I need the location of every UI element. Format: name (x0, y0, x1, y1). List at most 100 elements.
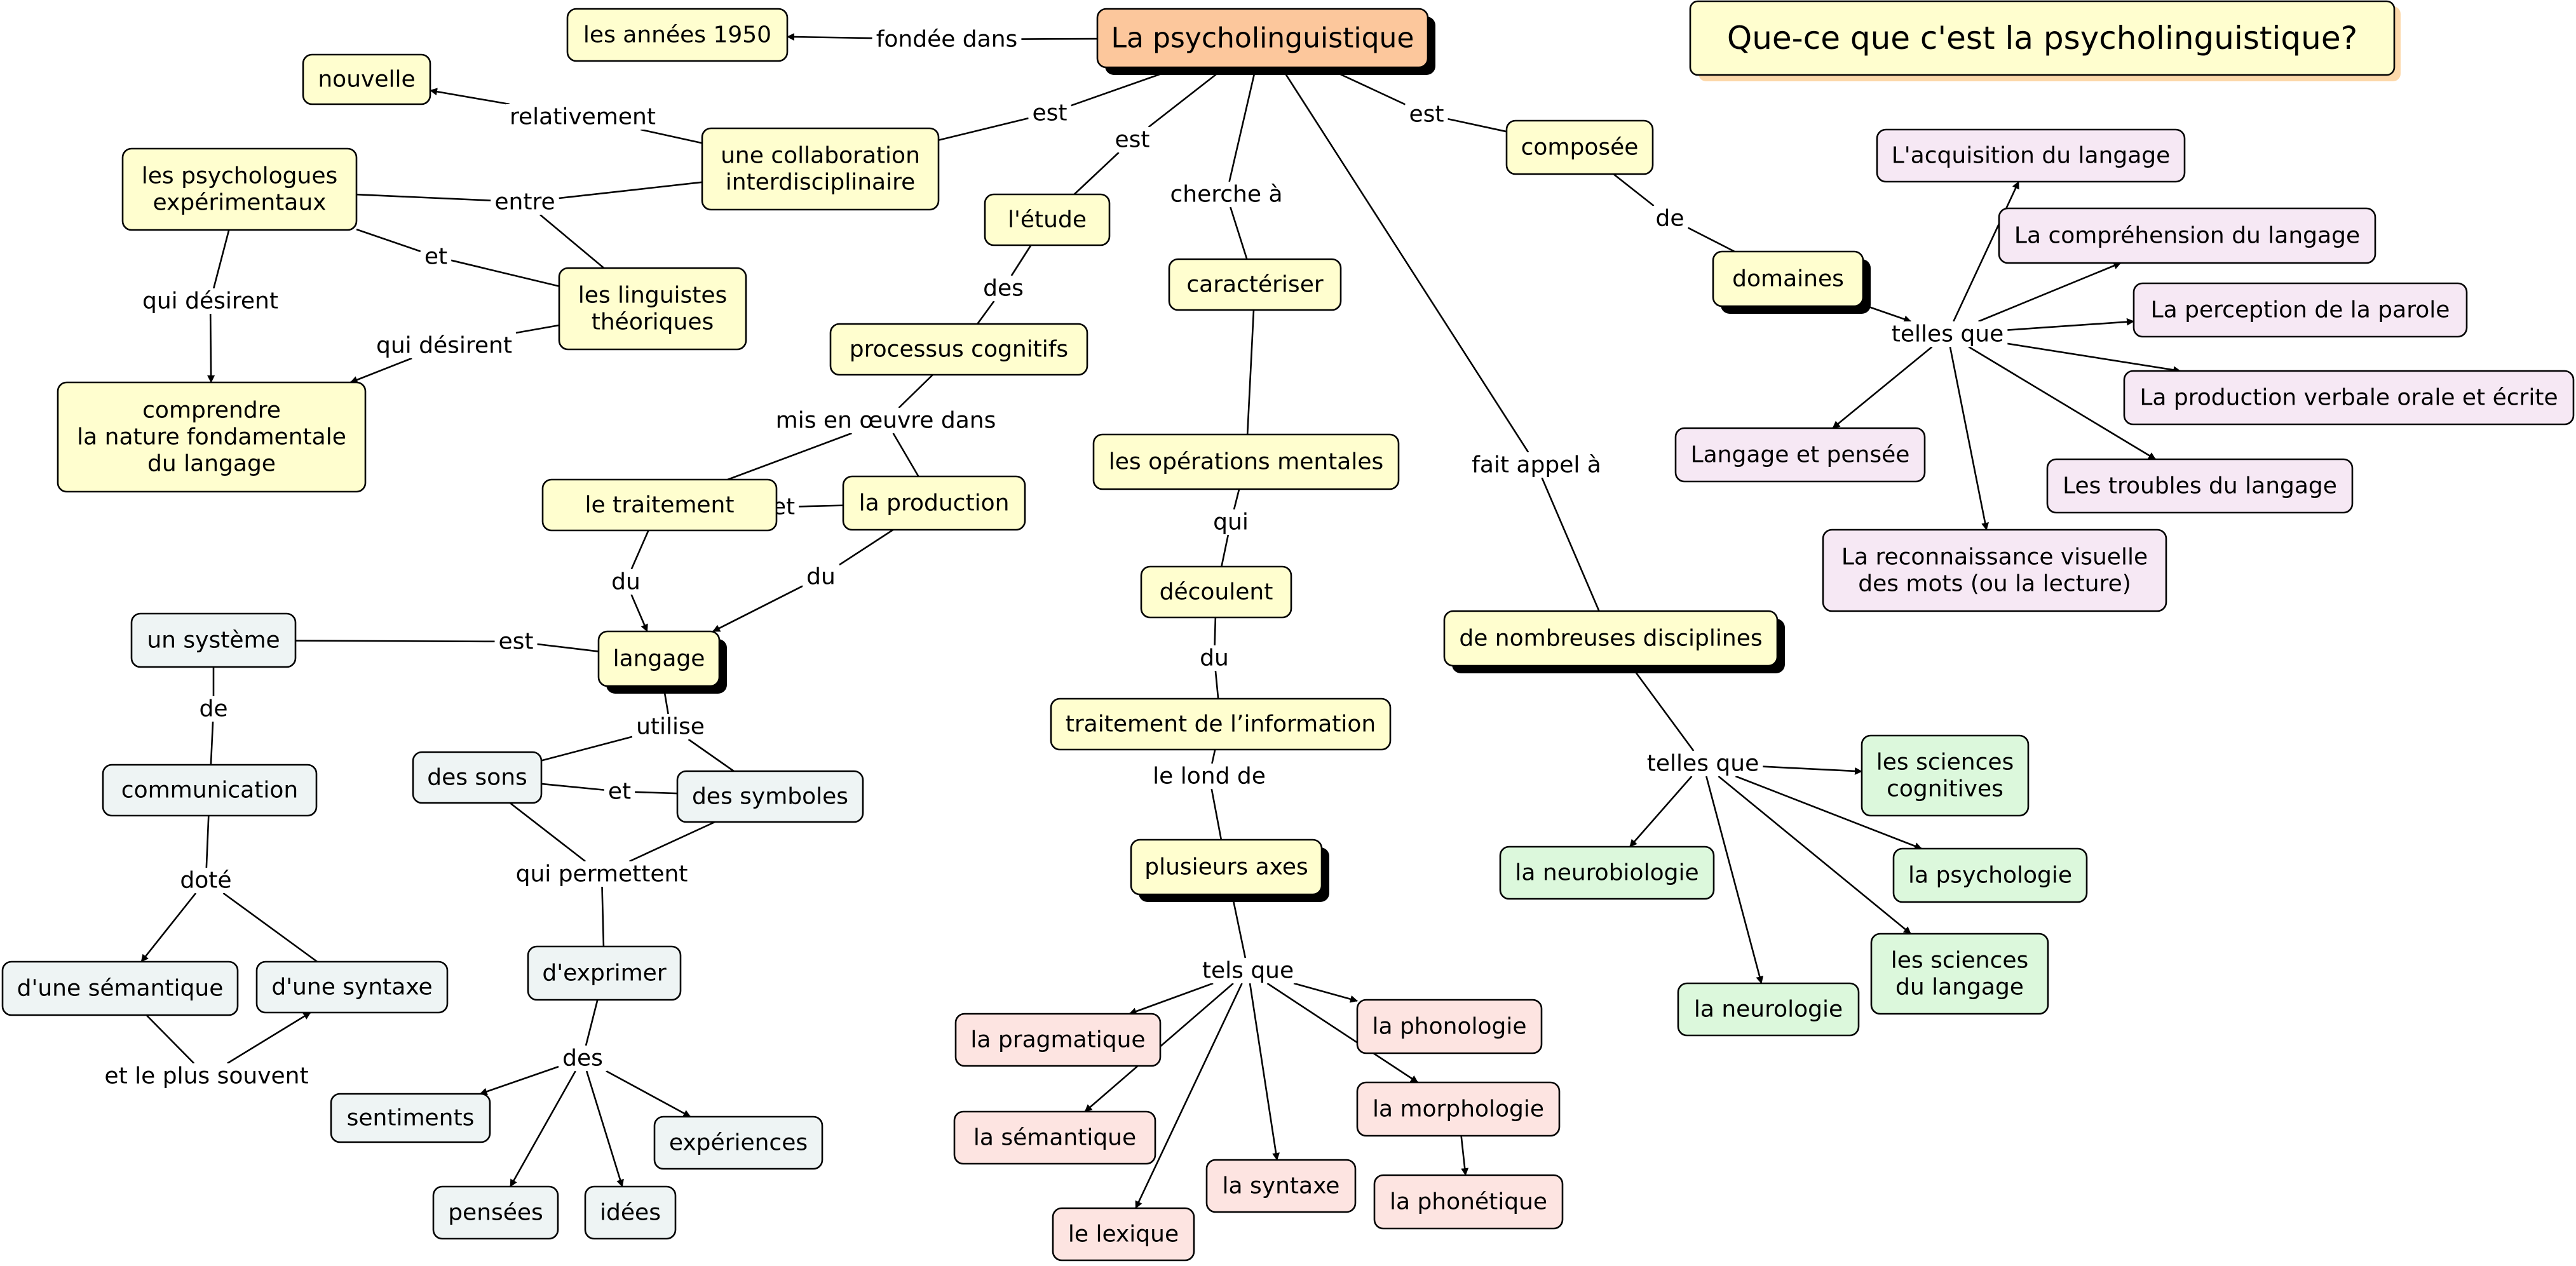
concept-acquisition[interactable]: L'acquisition du langage (1876, 128, 2186, 183)
linking-phrase-text: tels que (1202, 958, 1294, 984)
node-box (2123, 370, 2575, 426)
concept-text: caractériser (1186, 272, 1323, 298)
concept-morphologie[interactable]: la morphologie (1356, 1081, 1561, 1137)
connector-line (799, 504, 844, 508)
concept-root[interactable]: La psycholinguistique (1096, 8, 1435, 75)
concept-operations[interactable]: les opérations mentales (1092, 433, 1400, 490)
concept-sentiments[interactable]: sentiments (330, 1093, 491, 1143)
cherche-a-link: cherche à (1166, 182, 1287, 208)
connector-line (1862, 304, 1912, 323)
connector-line (1135, 983, 1243, 1209)
concept-troubles[interactable]: Les troubles du langage (2046, 458, 2354, 514)
connector-line (451, 259, 560, 287)
concept-semantique-p[interactable]: la sémantique (953, 1110, 1156, 1165)
concept-text: La psycholinguistique (1111, 22, 1414, 55)
title-panel: Que-ce que c'est la psycholinguistique? (1689, 0, 2401, 81)
concept-domaines[interactable]: domaines (1712, 250, 1871, 314)
connector-line (712, 585, 803, 633)
linking-phrase-text: qui permettent (516, 861, 688, 887)
concept-phonologie[interactable]: la phonologie (1356, 999, 1543, 1054)
linking-phrase-text: de (1656, 206, 1685, 232)
concept-syntaxe-p[interactable]: la syntaxe (1205, 1159, 1357, 1213)
concept-traitement-info[interactable]: traitement de l’information (1050, 697, 1392, 751)
concept-syntaxe-b[interactable]: d'une syntaxe (255, 960, 449, 1014)
concept-perception[interactable]: La perception de la parole (2132, 282, 2468, 338)
concept-text: découlent (1160, 579, 1273, 605)
est-link-1: est (1028, 100, 1071, 126)
concept-nouvelle[interactable]: nouvelle (302, 53, 431, 105)
connector-line (1231, 894, 1247, 959)
concept-systeme[interactable]: un système (130, 612, 297, 668)
node-box (1861, 734, 2030, 817)
concept-processus[interactable]: processus cognitifs (829, 323, 1088, 376)
concept-psychologie[interactable]: la psychologie (1892, 847, 2088, 903)
concept-text: des symboles (692, 784, 848, 810)
connector-line (727, 432, 852, 481)
concept-idees[interactable]: idées (584, 1185, 677, 1240)
concept-production-vo[interactable]: La production verbale orale et écrite (2123, 370, 2575, 426)
concept-phonetique[interactable]: la phonétique (1373, 1174, 1564, 1230)
concept-text: des sons (427, 765, 527, 791)
linking-phrase-text: le lond de (1153, 764, 1266, 790)
linking-phrase-text: est (498, 629, 533, 655)
concept-langage[interactable]: langage (597, 630, 727, 694)
connector-line (1763, 765, 1862, 775)
concept-decoulent[interactable]: découlent (1140, 565, 1292, 619)
concept-traitement[interactable]: le traitement (541, 478, 778, 532)
et-link-1: et (420, 244, 452, 270)
concept-langage-pensee[interactable]: Langage et pensée (1674, 427, 1926, 483)
concept-pragmatique[interactable]: la pragmatique (954, 1013, 1162, 1067)
connector-line (1221, 534, 1230, 567)
connector-line (1210, 788, 1223, 840)
concept-experiences[interactable]: expériences (653, 1115, 824, 1170)
connector-line (430, 88, 510, 105)
concept-pensees[interactable]: pensées (432, 1185, 559, 1240)
linking-phrase-text: qui (1213, 509, 1249, 535)
concept-text: plusieurs axes (1144, 854, 1308, 880)
concept-text: sentiments (347, 1105, 475, 1131)
linking-phrase-text: mis en œuvre dans (776, 408, 996, 434)
concept-sons[interactable]: des sons (412, 751, 543, 804)
concept-text: la morphologie (1373, 1096, 1544, 1122)
concept-composee[interactable]: composée (1505, 119, 1654, 175)
concept-neurologie[interactable]: la neurologie (1677, 982, 1860, 1037)
utilise-link: utilise (632, 714, 708, 740)
concept-text: la psychologie (1908, 863, 2072, 889)
concept-annees[interactable]: les années 1950 (566, 8, 789, 62)
concept-disciplines[interactable]: de nombreuses disciplines (1443, 610, 1785, 673)
linking-phrase-text: qui désirent (376, 333, 512, 359)
concept-axes[interactable]: plusieurs axes (1130, 838, 1329, 902)
concept-lexique[interactable]: le lexique (1052, 1207, 1195, 1262)
concept-text: processus cognitifs (850, 337, 1068, 363)
node-box (255, 960, 449, 1014)
concept-semantique-b[interactable]: d'une sémantique (1, 960, 239, 1016)
concept-symboles[interactable]: des symboles (676, 770, 864, 823)
concept-caracteriser[interactable]: caractériser (1168, 258, 1342, 311)
connector-line (630, 594, 648, 632)
connector-line (210, 721, 214, 765)
concept-exprimer[interactable]: d'exprimer (527, 945, 682, 1001)
node-box (701, 127, 940, 211)
concept-text: la phonologie (1372, 1014, 1526, 1040)
concept-production[interactable]: la production (842, 475, 1026, 531)
concept-etude[interactable]: l'étude (984, 193, 1111, 246)
concept-communication[interactable]: communication (102, 764, 318, 817)
connector-line (1630, 665, 1695, 751)
concept-neurobiologie[interactable]: la neurobiologie (1499, 845, 1715, 900)
node-box (954, 1013, 1162, 1067)
concept-text: L'acquisition du langage (1892, 143, 2171, 169)
linking-phrase-text: du (1200, 645, 1229, 671)
concept-text: idées (600, 1200, 661, 1226)
linking-phrase-text: fondée dans (876, 27, 1018, 53)
node-box (1892, 847, 2088, 903)
connector-line (606, 1070, 691, 1118)
concept-comprehension[interactable]: La compréhension du langage (1998, 207, 2376, 264)
